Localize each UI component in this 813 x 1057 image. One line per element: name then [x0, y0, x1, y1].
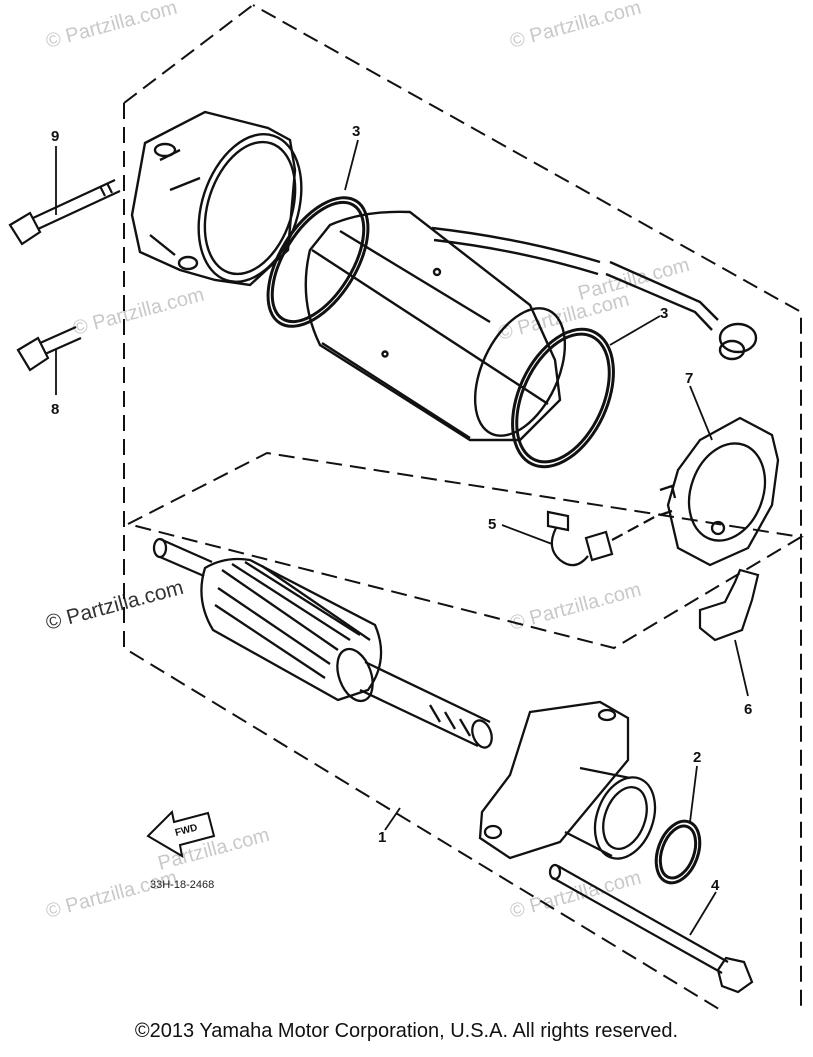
brush-assembly-boundary	[125, 451, 804, 650]
o-ring-lower	[511, 327, 615, 469]
brush-plate	[659, 416, 780, 567]
watermarks: © Partzilla.com © Partzilla.com © Partzi…	[43, 0, 692, 923]
watermark: Partzilla.com	[576, 254, 692, 305]
callout-2: 2	[693, 749, 701, 766]
callout-9: 9	[51, 128, 59, 145]
callout-3-upper: 3	[352, 123, 360, 140]
watermark: © Partzilla.com	[508, 0, 644, 53]
watermark: © Partzilla.com	[44, 0, 180, 53]
long-bolt	[8, 179, 121, 246]
front-cover	[478, 700, 657, 860]
watermark-dark: © Partzilla.com	[43, 576, 186, 635]
leader-lines	[55, 139, 749, 936]
o-ring-small	[654, 819, 702, 885]
exploded-parts-diagram: © Partzilla.com © Partzilla.com © Partzi…	[8, 0, 804, 1010]
fwd-label: FWD	[174, 822, 199, 839]
o-ring-upper	[266, 196, 370, 328]
callout-3-lower: 3	[660, 305, 668, 322]
callout-6: 6	[744, 701, 752, 718]
brush-holder	[698, 568, 760, 642]
drawing-code: 33H-18-2468	[150, 879, 214, 891]
watermark: © Partzilla.com	[508, 579, 644, 635]
callout-1: 1	[378, 829, 386, 846]
rear-cover	[130, 110, 303, 287]
callouts: 9 8 3 3 7 5 6 2 4 1	[51, 123, 752, 894]
through-bolt	[548, 863, 754, 994]
copyright-notice: ©2013 Yamaha Motor Corporation, U.S.A. A…	[134, 1020, 679, 1042]
callout-4: 4	[711, 877, 720, 894]
short-bolt	[16, 325, 82, 372]
armature	[152, 537, 493, 749]
assembly-boundary	[123, 4, 802, 1010]
brush	[546, 510, 661, 567]
watermark: © Partzilla.com	[44, 867, 180, 923]
callout-5: 5	[488, 516, 496, 533]
watermark: © Partzilla.com	[71, 284, 207, 340]
motor-yoke	[304, 210, 758, 442]
callout-7: 7	[685, 370, 693, 387]
callout-8: 8	[51, 401, 59, 418]
